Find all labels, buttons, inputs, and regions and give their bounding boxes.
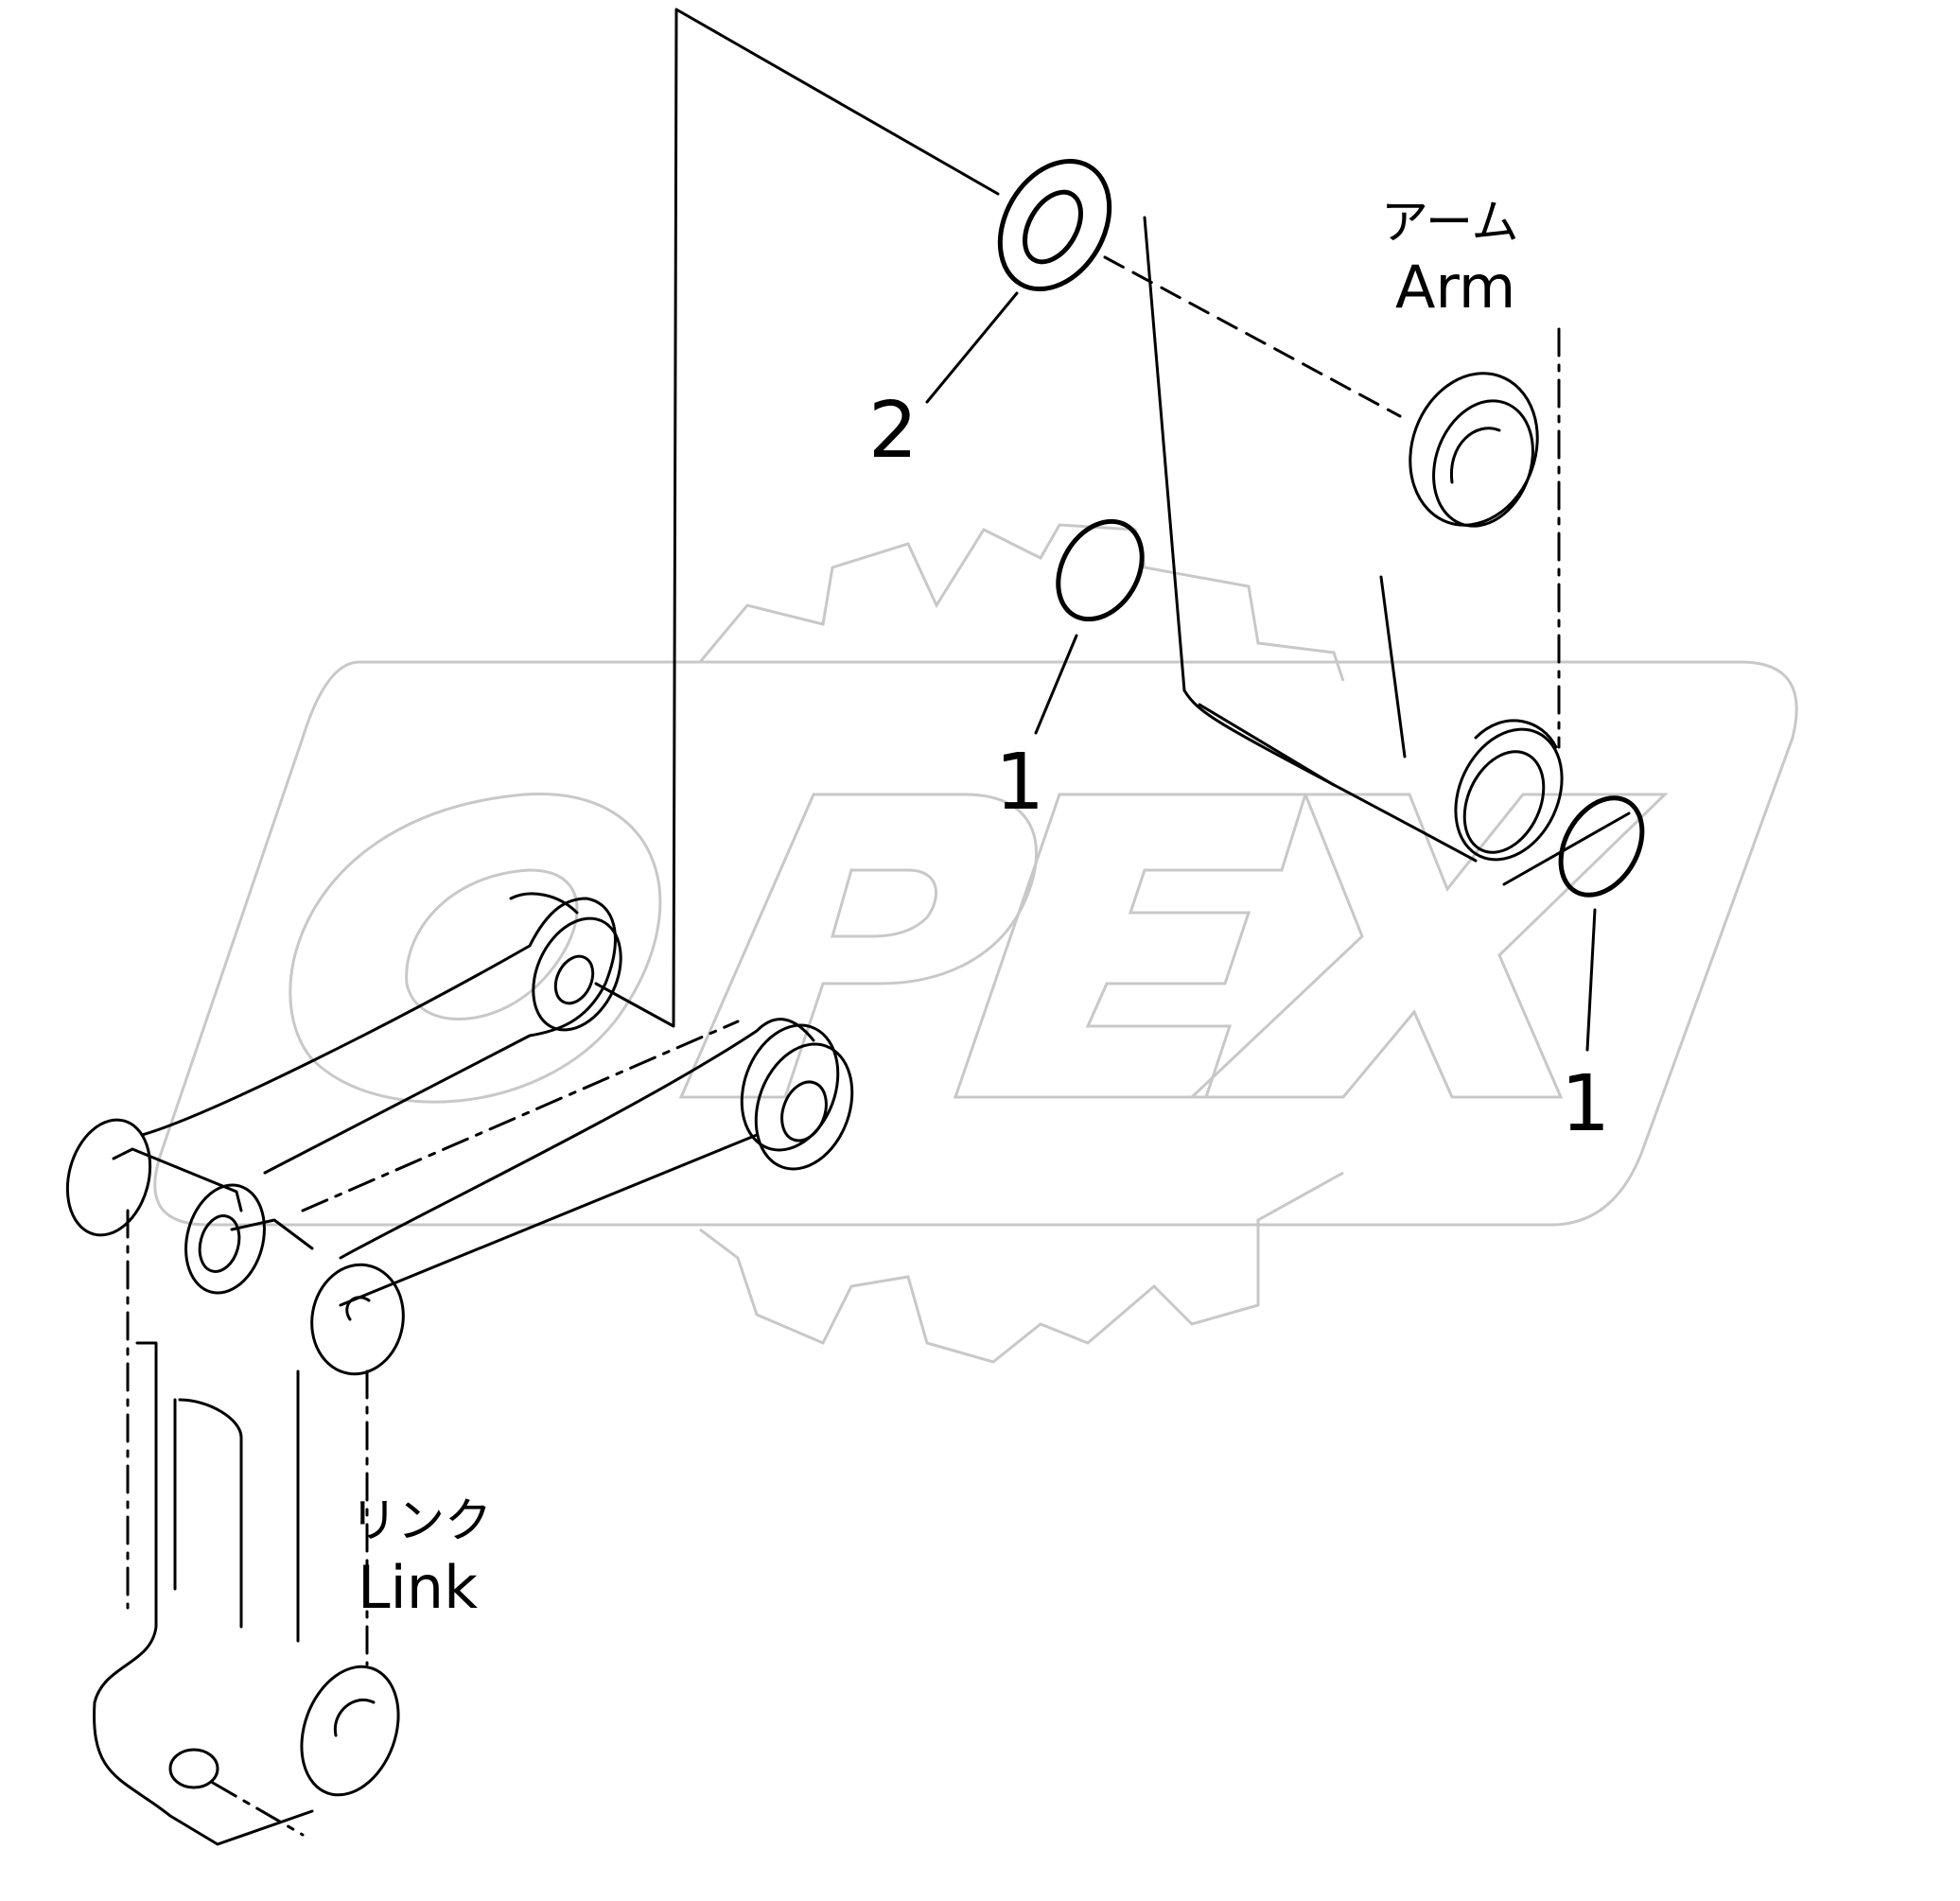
o-ring-upper: [1056, 518, 1145, 622]
link-upper-bushing: [532, 916, 622, 1032]
arm-lower-edge: [1182, 689, 1478, 863]
watermark-gear: [698, 523, 1345, 1364]
watermark-letter-e: [953, 793, 1308, 1099]
arm-label-en: Arm: [1395, 253, 1515, 322]
link-bottom-grease-fitting: [168, 1748, 219, 1789]
arm-lower-boss: [1454, 727, 1564, 862]
arm-lower-boss-inner: [1462, 750, 1546, 854]
arm-assembly: [1143, 216, 1564, 863]
link-body-web: [178, 1398, 243, 1439]
guide-washer-to-link: [594, 8, 1000, 1028]
arm-upper-boss-inner: [1432, 399, 1534, 528]
link-label-jp: リンク: [350, 1493, 492, 1548]
leader-washer: [925, 291, 1019, 404]
link-pin-stub: [230, 1218, 314, 1250]
callout-number-washer: 2: [868, 386, 918, 476]
assembly-guides: [594, 8, 1631, 1028]
arm-left-edge: [1143, 216, 1186, 692]
link-left-boss: [65, 1118, 152, 1237]
o-ring-right: [1558, 795, 1645, 898]
link-bottom-boss: [300, 1665, 400, 1797]
link-lower-boss: [310, 1263, 405, 1376]
leader-o-ring-upper: [1034, 634, 1078, 735]
watermark-letter-o: [289, 793, 662, 1104]
link-bottom-bore: [333, 1699, 376, 1737]
link-upper-bar: [140, 897, 617, 1175]
link-middle-bar: [339, 1018, 815, 1307]
leader-o-ring-right: [1585, 908, 1597, 1052]
arm-upper-bore: [1449, 427, 1501, 484]
watermark-letter-p: [678, 793, 1039, 1099]
link-body-left: [93, 1341, 172, 1818]
arm-lower-edge-2: [1198, 703, 1336, 787]
callout-number-o-ring-upper: 1: [995, 738, 1044, 828]
link-left-boss-2: [184, 1183, 266, 1295]
arm-label-jp: アーム: [1381, 195, 1519, 250]
callout-leaders: [925, 291, 1597, 1052]
callout-number-o-ring-right: 1: [1561, 1059, 1610, 1149]
link-lower-bore: [345, 1296, 371, 1321]
watermark-letter-x: [1188, 793, 1669, 1099]
link-left-bore: [198, 1214, 241, 1273]
link-upper-edge: [509, 892, 579, 915]
link-pin-top: [112, 1147, 243, 1212]
link-middle-bar-edge: [301, 1020, 740, 1212]
arm-inner-edge: [1379, 575, 1407, 759]
link-middle-bushing: [754, 1042, 854, 1171]
link-bottom-edge: [211, 1781, 305, 1837]
guide-washer-to-arm: [1103, 255, 1402, 418]
arm-lower-boss-top: [1474, 719, 1558, 749]
link-assembly: [65, 892, 854, 1846]
link-body-inner: [173, 1398, 243, 1629]
link-middle-bushing-outer: [740, 1023, 840, 1152]
guide-o-ring-to-arm: [1502, 811, 1631, 886]
link-upper-bore: [553, 954, 595, 1005]
opex-watermark: [153, 523, 1798, 1364]
link-label-en: Link: [358, 1553, 478, 1622]
watermark-frame: [153, 660, 1798, 1227]
washer-part: [997, 158, 1112, 292]
washer-inner: [1023, 189, 1083, 265]
washer-outer: [997, 158, 1112, 292]
link-middle-bore: [780, 1080, 828, 1142]
